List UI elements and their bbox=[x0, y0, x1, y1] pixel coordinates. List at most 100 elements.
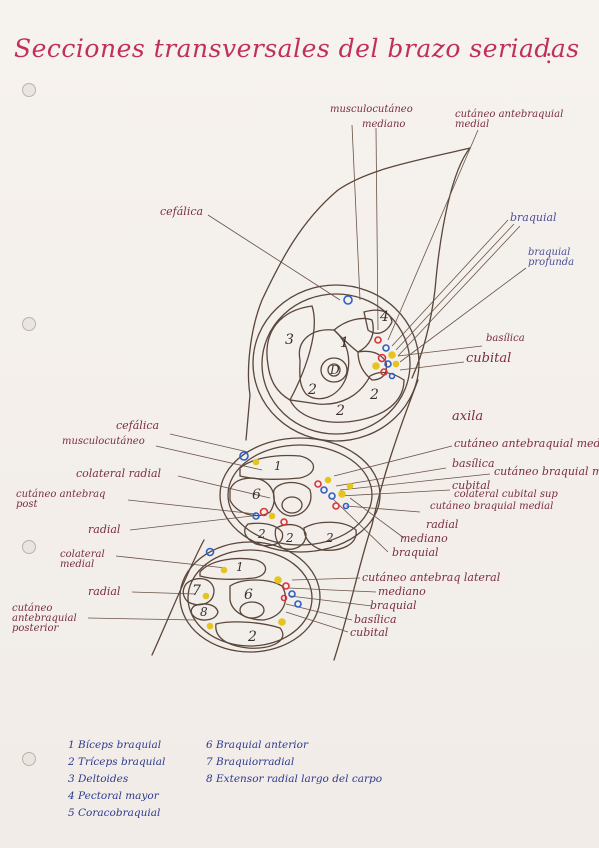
leader-line bbox=[285, 611, 349, 633]
nerve-low bbox=[274, 576, 282, 584]
label-cefalica: cefálica bbox=[160, 205, 204, 218]
legend-item: 1 Bíceps braquial bbox=[68, 739, 162, 751]
muscle-pec-top bbox=[363, 309, 393, 334]
section-mid-inner bbox=[227, 444, 373, 546]
muscle-number: 4 bbox=[380, 309, 389, 325]
legend-item: 4 Pectoral mayor bbox=[68, 790, 159, 802]
label-cutaneo-antebraquial-lateral: cutáneo antebraq lateral bbox=[362, 571, 501, 584]
muscle-triceps-mid-c bbox=[303, 521, 357, 551]
muscle-number: 2 bbox=[326, 531, 334, 545]
nerve-low bbox=[206, 622, 214, 630]
nerve-top bbox=[372, 362, 380, 370]
vessel-top bbox=[380, 368, 388, 376]
label-musculocutaneo: musculocutáneo bbox=[330, 104, 413, 115]
section-top-inner bbox=[261, 293, 411, 435]
label-braquial: braquial bbox=[510, 211, 557, 224]
vessel-low bbox=[205, 547, 215, 557]
legend-item: 7 Braquiorradial bbox=[206, 756, 295, 768]
label-braquial-profunda: braquial profunda bbox=[528, 247, 575, 268]
nerve-top bbox=[392, 360, 400, 368]
arm-outline bbox=[151, 539, 205, 656]
label-cubital: cubital bbox=[452, 479, 491, 492]
punch-hole bbox=[22, 540, 36, 554]
page-title: Secciones transversales del brazo seriad… bbox=[14, 34, 580, 63]
muscle-number: 1 bbox=[236, 560, 244, 574]
section-top-outer bbox=[252, 284, 420, 442]
leader-line bbox=[87, 617, 197, 621]
humerus-low bbox=[239, 601, 265, 619]
muscle-number: 2 bbox=[336, 403, 345, 419]
vessel-top bbox=[384, 360, 392, 368]
muscle-ecrl-low bbox=[190, 603, 219, 621]
vessel-mid bbox=[320, 486, 328, 494]
leader-line bbox=[115, 555, 227, 569]
arm-outline bbox=[333, 524, 373, 661]
punch-hole bbox=[22, 317, 36, 331]
vessel-top bbox=[377, 353, 387, 363]
leader-line bbox=[207, 214, 341, 301]
leader-line bbox=[131, 591, 197, 595]
vessel-low bbox=[288, 590, 296, 598]
muscle-number: 1 bbox=[340, 335, 349, 351]
label-colateral-medial: colateral medial bbox=[60, 549, 105, 570]
nerve-radial-mid bbox=[268, 512, 276, 520]
vessel-top bbox=[388, 372, 396, 380]
label-mediano: mediano bbox=[400, 532, 448, 545]
vessel-cephalic-top bbox=[343, 295, 353, 305]
muscle-number: 6 bbox=[244, 587, 253, 603]
punch-hole bbox=[22, 752, 36, 766]
legend-item: 3 Deltoides bbox=[68, 773, 129, 785]
muscle-number: 2 bbox=[248, 629, 257, 645]
vessel-top bbox=[382, 344, 390, 352]
label-axila: axila bbox=[452, 409, 484, 424]
leader-line bbox=[331, 497, 389, 553]
muscle-deltoid-top bbox=[266, 305, 315, 401]
leader-line bbox=[395, 223, 515, 351]
leader-line bbox=[339, 489, 451, 497]
leader-line bbox=[169, 433, 249, 453]
vessel-low bbox=[282, 582, 290, 590]
muscle-brachialis-low bbox=[229, 579, 287, 621]
vessel-low bbox=[294, 600, 302, 608]
label-braquial: braquial bbox=[370, 599, 417, 612]
title-colon: : bbox=[545, 44, 553, 69]
label-cubital: cubital bbox=[350, 626, 389, 639]
section-mid-outer bbox=[219, 437, 381, 553]
label-basilica: basílica bbox=[452, 457, 495, 470]
leader-line bbox=[289, 595, 373, 607]
leader-line bbox=[335, 467, 447, 487]
leader-line bbox=[349, 497, 405, 539]
legend-item: 8 Extensor radial largo del carpo bbox=[206, 773, 383, 785]
leader-line bbox=[333, 445, 453, 477]
muscle-number: D bbox=[330, 363, 340, 377]
muscle-biceps-top bbox=[333, 317, 374, 353]
muscle-number: 1 bbox=[274, 459, 282, 473]
nerve-mid bbox=[324, 476, 332, 484]
leader-line bbox=[129, 515, 253, 531]
muscle-top bbox=[298, 329, 350, 400]
muscle-triceps-mid-a bbox=[244, 522, 284, 547]
leader-line bbox=[291, 577, 361, 581]
arm-outline bbox=[411, 147, 471, 379]
muscle-triceps-top bbox=[288, 371, 405, 423]
leader-line bbox=[397, 225, 521, 357]
leader-line bbox=[391, 219, 509, 347]
label-radial: radial bbox=[426, 518, 459, 531]
vessel-mid bbox=[332, 502, 340, 510]
legend-item: 2 Tríceps braquial bbox=[68, 756, 166, 768]
muscle-triceps-low bbox=[215, 621, 284, 649]
legend-item: 6 Braquial anterior bbox=[206, 739, 308, 751]
label-cubital: cubital bbox=[466, 351, 512, 366]
muscle-number: 3 bbox=[285, 332, 294, 348]
arm-outline bbox=[371, 379, 419, 526]
vessel-mid bbox=[328, 492, 336, 500]
nerve-radial-low bbox=[202, 592, 210, 600]
label-cutaneo-antebraquial-medial: cutáneo antebraquial medial bbox=[455, 109, 564, 130]
muscle-number: 2 bbox=[286, 531, 294, 545]
nerve-mid bbox=[338, 490, 346, 498]
nerve-top bbox=[388, 351, 396, 359]
leader-line bbox=[345, 505, 421, 513]
vessel-mid bbox=[280, 518, 288, 526]
